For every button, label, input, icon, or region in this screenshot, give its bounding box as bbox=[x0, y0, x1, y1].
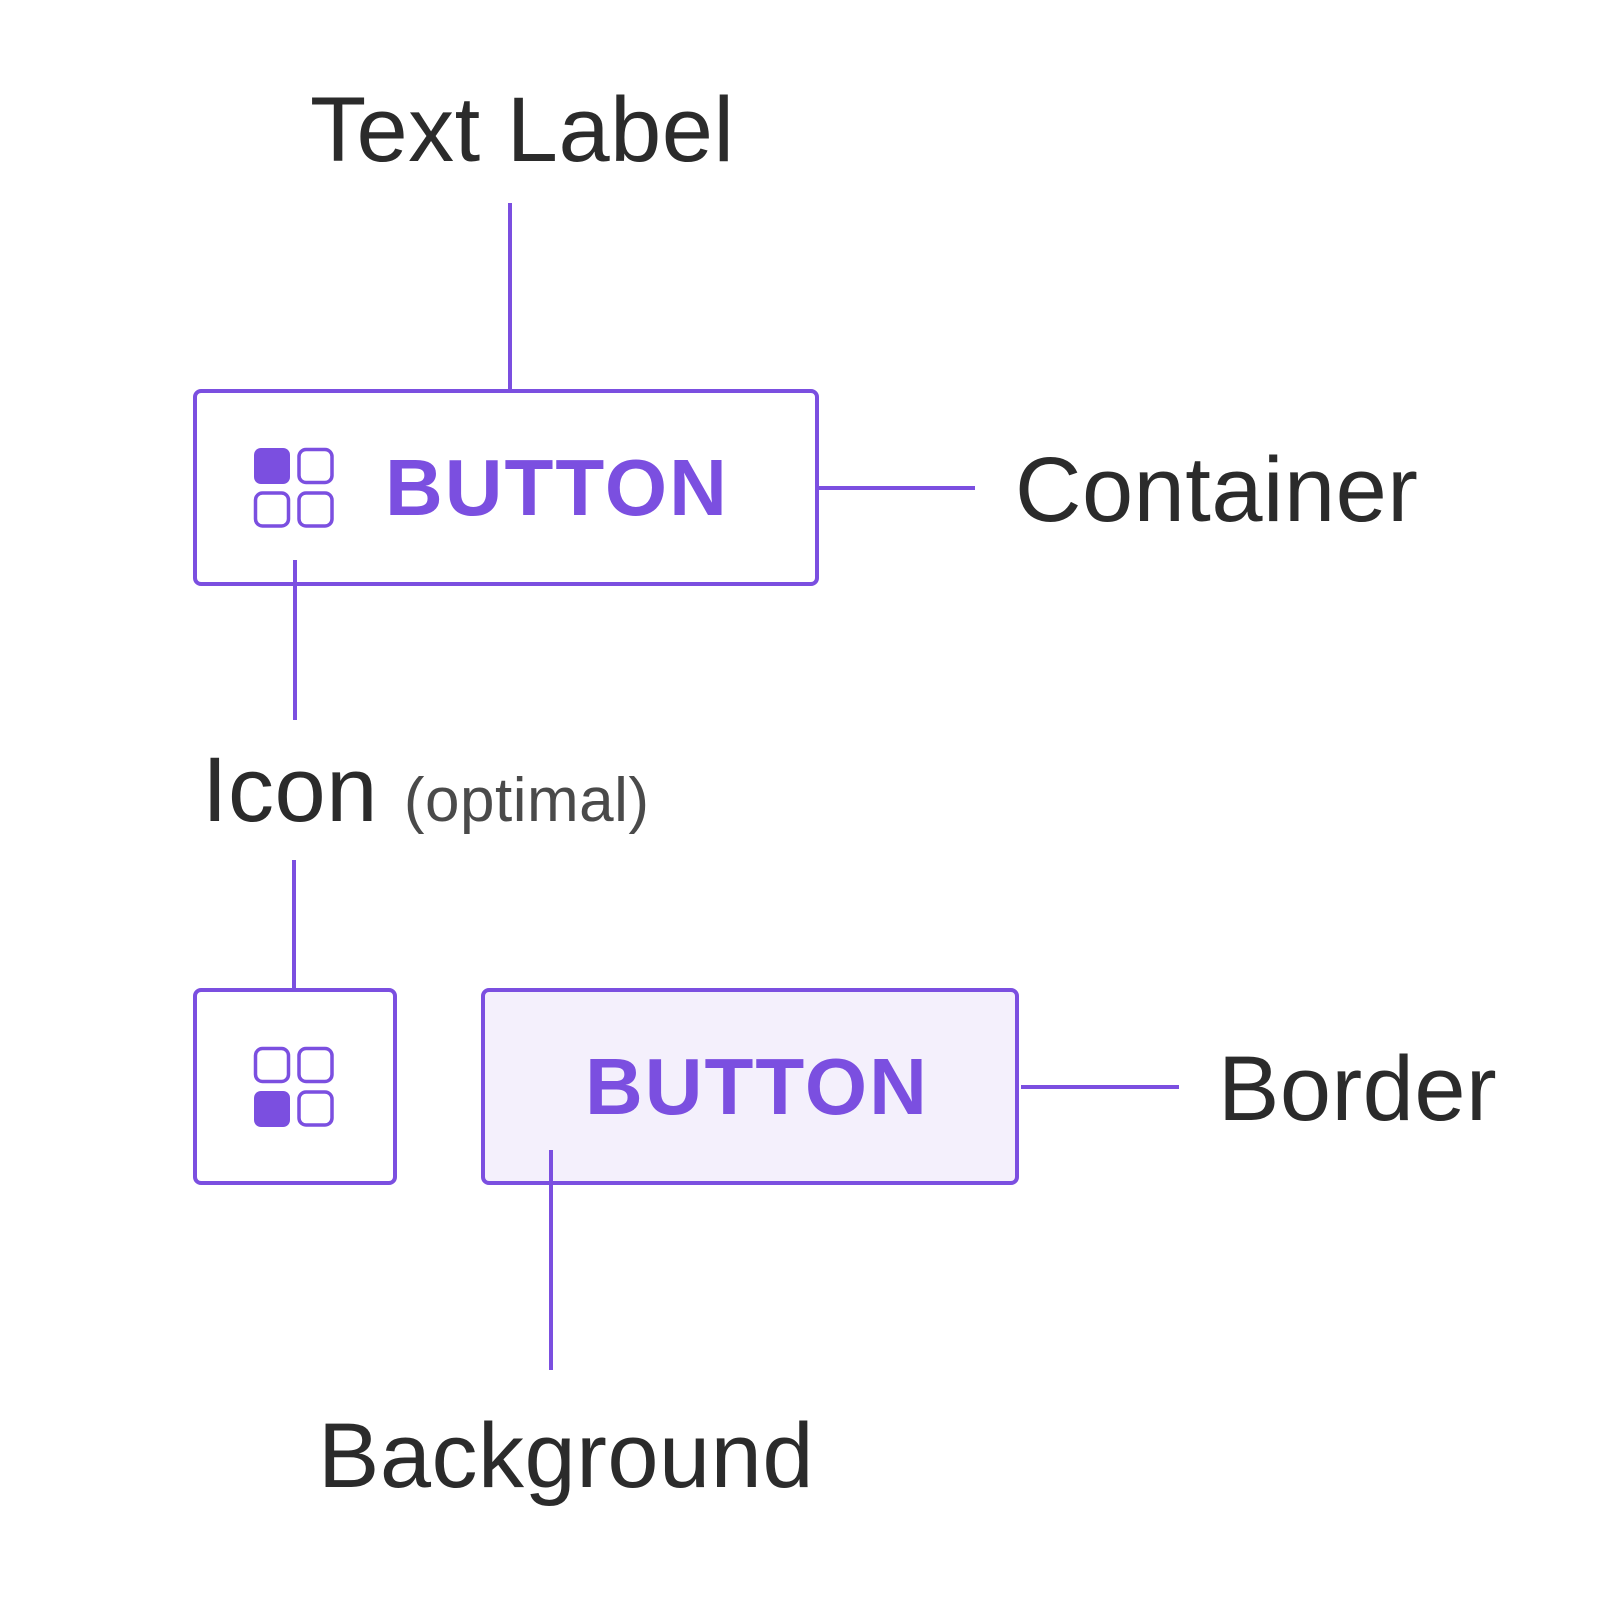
background-button[interactable] bbox=[481, 988, 1019, 1185]
container-button[interactable] bbox=[193, 389, 819, 586]
container-annotation: Container bbox=[1015, 439, 1419, 541]
grid-icon bbox=[252, 1045, 336, 1129]
border-annotation: Border bbox=[1218, 1038, 1498, 1140]
button-text-label: BUTTON bbox=[585, 1042, 929, 1131]
icon-annotation-text: Icon bbox=[202, 739, 378, 841]
text-label-annotation: Text Label bbox=[310, 79, 735, 181]
button-text-label: BUTTON bbox=[385, 443, 729, 532]
container-leader-line bbox=[819, 486, 975, 490]
grid-icon bbox=[252, 446, 336, 530]
icon-annotation: Icon(optimal) bbox=[202, 744, 650, 836]
icon-leader-line-bottom bbox=[292, 860, 296, 1018]
background-annotation: Background bbox=[318, 1405, 814, 1507]
text-label-leader-line bbox=[508, 203, 512, 425]
icon-only-button[interactable] bbox=[193, 988, 397, 1185]
background-leader-line bbox=[549, 1150, 553, 1370]
icon-optional-note: (optimal) bbox=[403, 766, 650, 835]
icon-leader-line-top bbox=[293, 560, 297, 720]
border-leader-line bbox=[1021, 1085, 1179, 1089]
